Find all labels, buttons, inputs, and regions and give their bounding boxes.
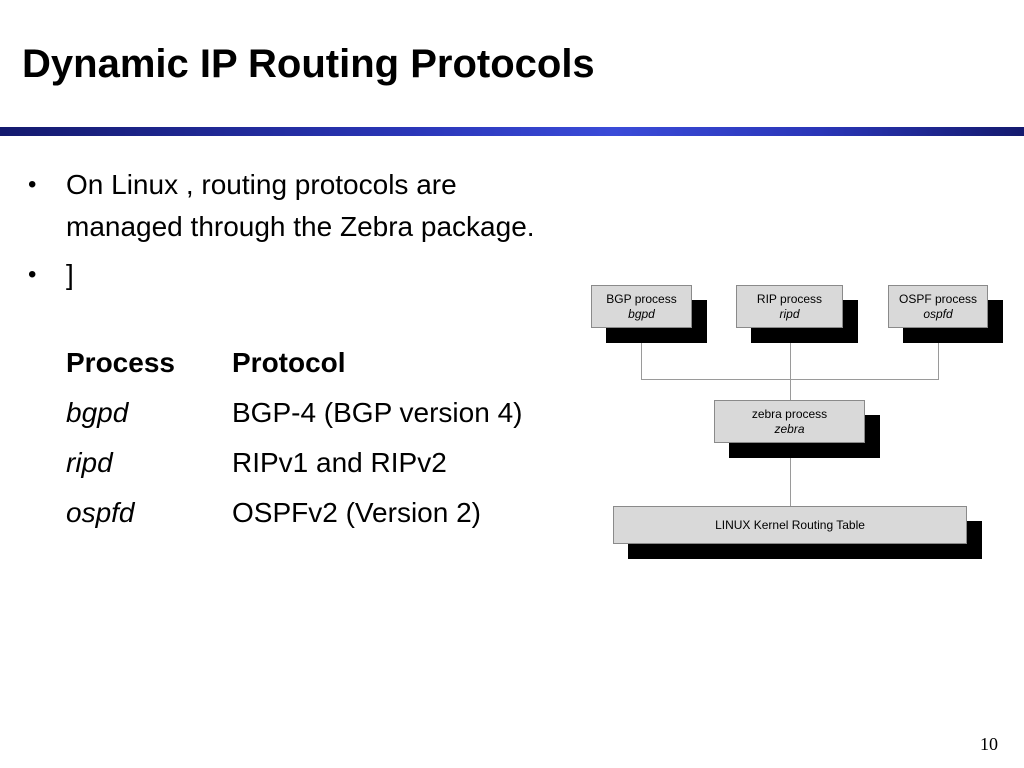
connector-line bbox=[790, 443, 791, 507]
page-number: 10 bbox=[980, 734, 998, 754]
protocol-name: OSPFv2 (Version 2) bbox=[232, 497, 481, 528]
zebra-process-label: zebra process bbox=[751, 407, 828, 421]
bullet-item: • On Linux , routing protocols are manag… bbox=[28, 164, 568, 248]
rip-process-sub: ripd bbox=[779, 307, 800, 321]
protocol-name: BGP-4 (BGP version 4) bbox=[232, 397, 523, 428]
ospf-process-label: OSPF process bbox=[898, 292, 978, 306]
process-name: ripd bbox=[66, 447, 113, 478]
bullet-marker: • bbox=[28, 171, 37, 198]
connector-line bbox=[938, 327, 939, 379]
ospf-process-sub: ospfd bbox=[923, 307, 953, 321]
table-row: ripd RIPv1 and RIPv2 bbox=[66, 438, 592, 488]
bullet-list: • On Linux , routing protocols are manag… bbox=[28, 164, 568, 302]
bullet-marker: • bbox=[28, 261, 37, 288]
bullet-text: ] bbox=[66, 259, 74, 290]
slide-title: Dynamic IP Routing Protocols bbox=[22, 42, 595, 86]
protocol-name: RIPv1 and RIPv2 bbox=[232, 447, 447, 478]
header-protocol: Protocol bbox=[232, 347, 346, 378]
bgp-process-label: BGP process bbox=[606, 292, 677, 306]
connector-line bbox=[790, 327, 791, 401]
bgp-process-sub: bgpd bbox=[628, 307, 655, 321]
ospf-process-box: OSPF process ospfd bbox=[888, 285, 988, 328]
zebra-process-sub: zebra bbox=[774, 422, 805, 436]
kernel-routing-table-box: LINUX Kernel Routing Table bbox=[613, 506, 967, 544]
rip-process-label: RIP process bbox=[756, 292, 823, 306]
protocol-table: Process Protocol bgpd BGP-4 (BGP version… bbox=[66, 338, 592, 538]
connector-line bbox=[641, 379, 939, 380]
bullet-text: On Linux , routing protocols are managed… bbox=[66, 169, 535, 242]
bullet-item: • ] bbox=[28, 254, 568, 296]
protocol-table-header: Process Protocol bbox=[66, 338, 592, 388]
rip-process-box: RIP process ripd bbox=[736, 285, 843, 328]
process-name: bgpd bbox=[66, 397, 129, 428]
header-process: Process bbox=[66, 347, 175, 378]
kernel-routing-table-label: LINUX Kernel Routing Table bbox=[715, 518, 865, 532]
zebra-process-box: zebra process zebra bbox=[714, 400, 865, 443]
table-row: bgpd BGP-4 (BGP version 4) bbox=[66, 388, 592, 438]
connector-line bbox=[641, 327, 642, 379]
process-name: ospfd bbox=[66, 497, 135, 528]
bgp-process-box: BGP process bgpd bbox=[591, 285, 692, 328]
table-row: ospfd OSPFv2 (Version 2) bbox=[66, 488, 592, 538]
title-divider bbox=[0, 127, 1024, 136]
